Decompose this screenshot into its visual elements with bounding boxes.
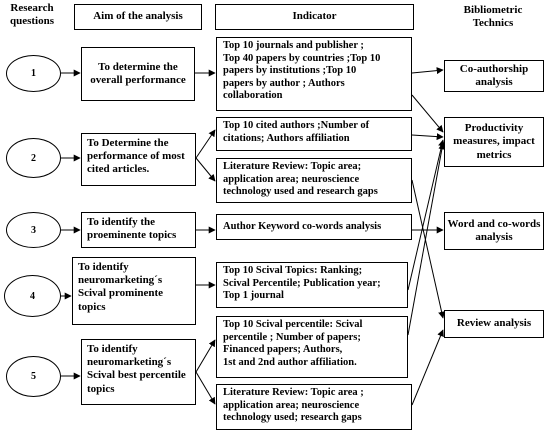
aim-3: To identify the proeminente topics: [81, 212, 196, 248]
indicator-7-line-2: application area; neuroscience: [223, 399, 360, 411]
aim-1: To determine the overall performance: [81, 47, 195, 101]
arrow-ind2-productivity: [411, 133, 444, 141]
indicator-1-line-2: Top 40 papers by countries ;Top 10: [223, 52, 381, 64]
indicator-1-line-3: papers by institutions ;Top 10: [223, 65, 357, 77]
header-techniques-l2: Technics: [472, 16, 514, 29]
header-techniques: Bibliometric Technics: [440, 4, 546, 29]
indicator-7-line-1: Literature Review: Topic area ;: [223, 387, 364, 398]
indicator-2: Top 10 cited authors ;Number of citation…: [216, 117, 412, 151]
indicator-4-line-1: Author Keyword co-words analysis: [223, 220, 382, 232]
arrow-ind5-productivity: [407, 139, 445, 291]
indicator-6-line-4: 1st and 2nd author affiliation.: [223, 356, 357, 368]
arrow-ind1-productivity: [411, 94, 444, 133]
indicator-1-line-4: papers by author ; Authors: [223, 77, 345, 89]
indicator-6: Top 10 Scival percentile: Scival percent…: [216, 316, 408, 378]
header-indicator: Indicator: [215, 4, 414, 30]
arrow-aim2-ind2: [195, 129, 216, 159]
header-aim: Aim of the analysis: [74, 4, 202, 30]
indicator-2-line-1: Top 10 cited authors ;Number of: [223, 120, 370, 131]
question-1: 1: [6, 55, 61, 92]
indicator-5-line-2: Scival Percentile; Publication year;: [223, 277, 381, 289]
indicator-6-line-3: Financed papers; Authors,: [223, 344, 343, 356]
indicator-1-line-5: collaboration: [223, 90, 283, 102]
question-3: 3: [6, 212, 61, 248]
question-5: 5: [6, 356, 61, 397]
arrow-aim5-ind7: [195, 371, 216, 405]
question-4: 4: [4, 275, 61, 317]
indicator-3: Literature Review: Topic area; applicati…: [216, 158, 412, 203]
indicator-5-line-3: Top 1 journal: [223, 290, 284, 302]
arrow-aim5-ind6: [195, 339, 216, 373]
technique-word-analysis: Word and co-words analysis: [444, 212, 544, 250]
indicator-4: Author Keyword co-words analysis: [216, 214, 412, 240]
indicator-7-line-3: technology used; research gaps: [223, 412, 362, 424]
indicator-5: Top 10 Scival Topics: Ranking; Scival Pe…: [216, 262, 408, 308]
arrow-ind6-productivity: [407, 142, 446, 336]
indicator-3-line-3: technology used and research gaps: [223, 186, 378, 198]
arrow-ind3-review: [411, 179, 446, 319]
indicator-7: Literature Review: Topic area ; applicat…: [216, 384, 412, 430]
indicator-6-line-1: Top 10 Scival percentile: Scival: [223, 319, 363, 330]
indicator-1: Top 10 journals and publisher ; Top 40 p…: [216, 37, 412, 111]
technique-review: Review analysis: [444, 310, 544, 338]
aim-4: To identify neuromarketing´s Scival prom…: [72, 257, 196, 325]
header-research-questions: Research questions: [2, 2, 62, 27]
aim-5: To identify neuromarketing´s Scival best…: [81, 339, 196, 405]
aim-2: To Determine the performance of most cit…: [81, 133, 196, 186]
arrow-aim2-ind3: [195, 157, 216, 182]
header-research-questions-l2: questions: [9, 14, 55, 27]
arrow-ind7-review: [411, 329, 444, 406]
question-2: 2: [6, 138, 61, 178]
header-research-questions-l1: Research: [10, 2, 54, 14]
technique-coauthorship: Co-authorship analysis: [444, 60, 544, 92]
header-techniques-l1: Bibliometric: [463, 4, 523, 16]
indicator-6-line-2: percentile ; Number of papers;: [223, 331, 361, 343]
indicator-3-line-2: application area; neuroscience: [223, 173, 360, 185]
indicator-3-line-1: Literature Review: Topic area;: [223, 161, 362, 172]
indicator-2-line-2: citations; Authors affiliation: [223, 132, 350, 144]
technique-productivity: Productivity measures, impact metrics: [444, 117, 544, 167]
indicator-5-line-1: Top 10 Scival Topics: Ranking;: [223, 265, 363, 276]
arrow-ind1-coauthorship: [411, 67, 444, 75]
indicator-1-line-1: Top 10 journals and publisher ;: [223, 40, 364, 51]
